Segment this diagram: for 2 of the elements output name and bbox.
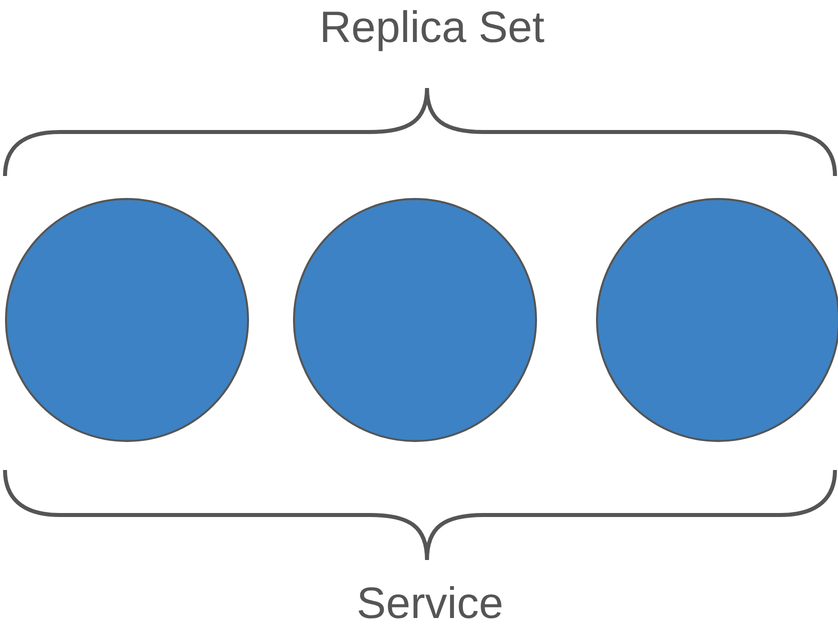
- caption-text: Replica Set: [320, 6, 544, 50]
- caption-text: Service: [356, 582, 504, 624]
